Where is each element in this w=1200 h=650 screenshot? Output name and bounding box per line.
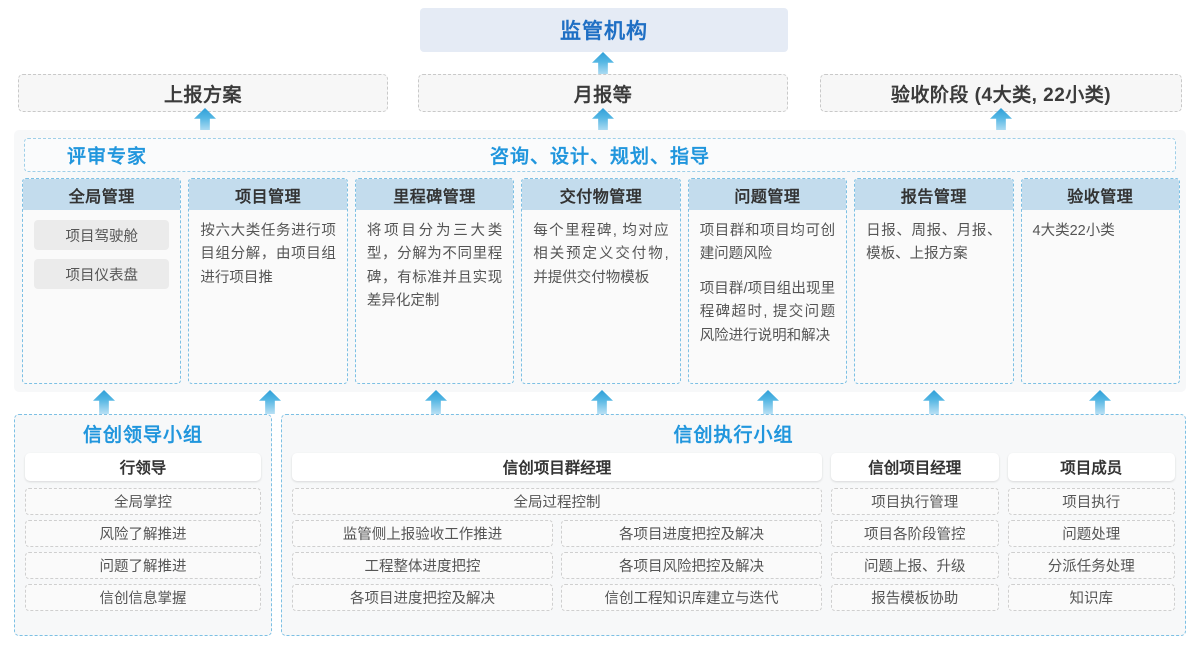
card-body: 日报、周报、月报、模板、上报方案 [855,210,1012,383]
column-project-manager: 信创项目经理 项目执行管理 项目各阶段管控 问题上报、升级 报告模板协助 [831,453,999,611]
task-item[interactable]: 风险了解推进 [25,520,261,547]
card-pill[interactable]: 项目仪表盘 [34,259,170,289]
consulting-label: 咨询、设计、规划、指导 [489,146,710,168]
card-paragraph: 4大类22小类 [1032,223,1115,239]
group-title: 信创领导小组 [82,425,203,446]
card-deliverable-management[interactable]: 交付物管理 每个里程碑, 均对应相关预定义交付物, 并提供交付物模板 [521,178,681,384]
role-header-bank-leader[interactable]: 行领导 [25,453,261,481]
report-boxes-row: 上报方案 月报等 验收阶段 (4大类, 22小类) [0,74,1200,112]
execution-columns: 信创项目群经理 全局过程控制 监管侧上报验收工作推进 工程整体进度把控 各项目进… [292,453,1175,611]
card-report-management[interactable]: 报告管理 日报、周报、月报、模板、上报方案 [854,178,1014,384]
card-global-management[interactable]: 全局管理 项目驾驶舱 项目仪表盘 [22,178,182,384]
arrow-to-deliverable-management [591,390,613,414]
card-paragraph: 按六大类任务进行项目组分解，由项目组进行项目推 [200,223,336,286]
card-title: 问题管理 [688,179,847,210]
task-item[interactable]: 全局掌控 [25,488,261,515]
arrow-monthly-report-to-authority [592,52,614,76]
task-item[interactable]: 分派任务处理 [1007,552,1175,579]
card-paragraph: 项目群和项目均可创建问题风险 [699,223,836,263]
card-body: 按六大类任务进行项目组分解，由项目组进行项目推 [189,210,346,383]
card-title: 验收管理 [1021,179,1179,210]
task-item[interactable]: 信创工程知识库建立与迭代 [561,584,822,611]
middle-panel-header: 评审专家 咨询、设计、规划、指导 [24,138,1176,172]
card-project-management[interactable]: 项目管理 按六大类任务进行项目组分解，由项目组进行项目推 [188,178,348,384]
task-item[interactable]: 信创信息掌握 [25,584,261,611]
task-item[interactable]: 问题了解推进 [25,552,261,579]
task-item[interactable]: 项目执行管理 [831,488,999,515]
program-manager-task-grid: 监管侧上报验收工作推进 工程整体进度把控 各项目进度把控及解决 各项目进度把控及… [292,520,822,611]
card-milestone-management[interactable]: 里程碑管理 将项目分为三大类型，分解为不同里程碑，有标准并且实现差异化定制 [354,178,515,384]
task-item[interactable]: 各项目进度把控及解决 [292,584,553,611]
role-header-project-manager[interactable]: 信创项目经理 [831,453,999,481]
card-issue-management[interactable]: 问题管理 项目群和项目均可创建问题风险 项目群/项目组出现里程碑超时, 提交问题… [687,178,848,384]
task-item[interactable]: 项目各阶段管控 [831,520,999,547]
arrow-to-issue-management [757,390,779,414]
top-authority-banner: 监管机构 [420,8,788,52]
card-body: 项目群和项目均可创建问题风险 项目群/项目组出现里程碑超时, 提交问题风险进行说… [689,210,846,383]
arrow-to-milestone-management [425,390,447,414]
arrow-to-acceptance-management [1089,390,1111,414]
role-header-program-manager[interactable]: 信创项目群经理 [292,453,822,481]
arrow-to-global-management [93,390,115,414]
report-box-acceptance: 验收阶段 (4大类, 22小类) [820,74,1182,112]
card-body: 4大类22小类 [1022,210,1179,383]
program-manager-left-tasks: 监管侧上报验收工作推进 工程整体进度把控 各项目进度把控及解决 [292,520,553,611]
management-cards: 全局管理 项目驾驶舱 项目仪表盘 项目管理 按六大类任务进行项目组分解，由项目组… [22,178,1180,384]
report-box-monthly: 月报等 [418,74,788,112]
review-experts-label: 评审专家 [67,146,148,168]
task-item[interactable]: 监管侧上报验收工作推进 [292,520,553,547]
group-leadership: 信创领导小组 行领导 全局掌控 风险了解推进 问题了解推进 信创信息掌握 [14,414,272,636]
task-item-global-process-control[interactable]: 全局过程控制 [292,488,822,515]
card-paragraph: 项目群/项目组出现里程碑超时, 提交问题风险进行说明和解决 [699,280,836,344]
column-program-manager: 信创项目群经理 全局过程控制 监管侧上报验收工作推进 工程整体进度把控 各项目进… [292,453,822,611]
bottom-teams-row: 信创领导小组 行领导 全局掌控 风险了解推进 问题了解推进 信创信息掌握 信创执… [14,414,1186,636]
report-box-plan: 上报方案 [18,74,388,112]
column-project-member: 项目成员 项目执行 问题处理 分派任务处理 知识库 [1007,453,1175,611]
task-item[interactable]: 各项目进度把控及解决 [561,520,822,547]
card-title: 里程碑管理 [355,179,514,210]
card-body: 将项目分为三大类型，分解为不同里程碑，有标准并且实现差异化定制 [356,210,513,383]
card-title: 项目管理 [189,179,347,210]
task-item[interactable]: 报告模板协助 [831,584,999,611]
card-title: 交付物管理 [522,179,680,210]
card-paragraph: 每个里程碑, 均对应相关预定义交付物, 并提供交付物模板 [533,223,669,286]
task-item[interactable]: 知识库 [1007,584,1175,611]
task-item[interactable]: 项目执行 [1007,488,1175,515]
card-paragraph: 将项目分为三大类型，分解为不同里程碑，有标准并且实现差异化定制 [366,223,503,310]
role-header-project-member[interactable]: 项目成员 [1007,453,1175,481]
task-item[interactable]: 问题上报、升级 [831,552,999,579]
card-body: 每个里程碑, 均对应相关预定义交付物, 并提供交付物模板 [522,210,679,383]
card-title: 报告管理 [855,179,1013,210]
task-item[interactable]: 各项目风险把控及解决 [561,552,822,579]
card-paragraph: 日报、周报、月报、模板、上报方案 [866,223,1002,263]
card-acceptance-management[interactable]: 验收管理 4大类22小类 [1020,178,1180,384]
program-manager-right-tasks: 各项目进度把控及解决 各项目风险把控及解决 信创工程知识库建立与迭代 [561,520,822,611]
group-execution: 信创执行小组 信创项目群经理 全局过程控制 监管侧上报验收工作推进 工程整体进度… [281,414,1186,636]
arrow-to-report-management [923,390,945,414]
group-title: 信创执行小组 [673,425,794,446]
task-item[interactable]: 工程整体进度把控 [292,552,553,579]
arrow-to-project-management [259,390,281,414]
card-body: 项目驾驶舱 项目仪表盘 [23,210,180,383]
card-pill[interactable]: 项目驾驶舱 [34,220,170,250]
card-title: 全局管理 [23,179,181,210]
task-item[interactable]: 问题处理 [1007,520,1175,547]
